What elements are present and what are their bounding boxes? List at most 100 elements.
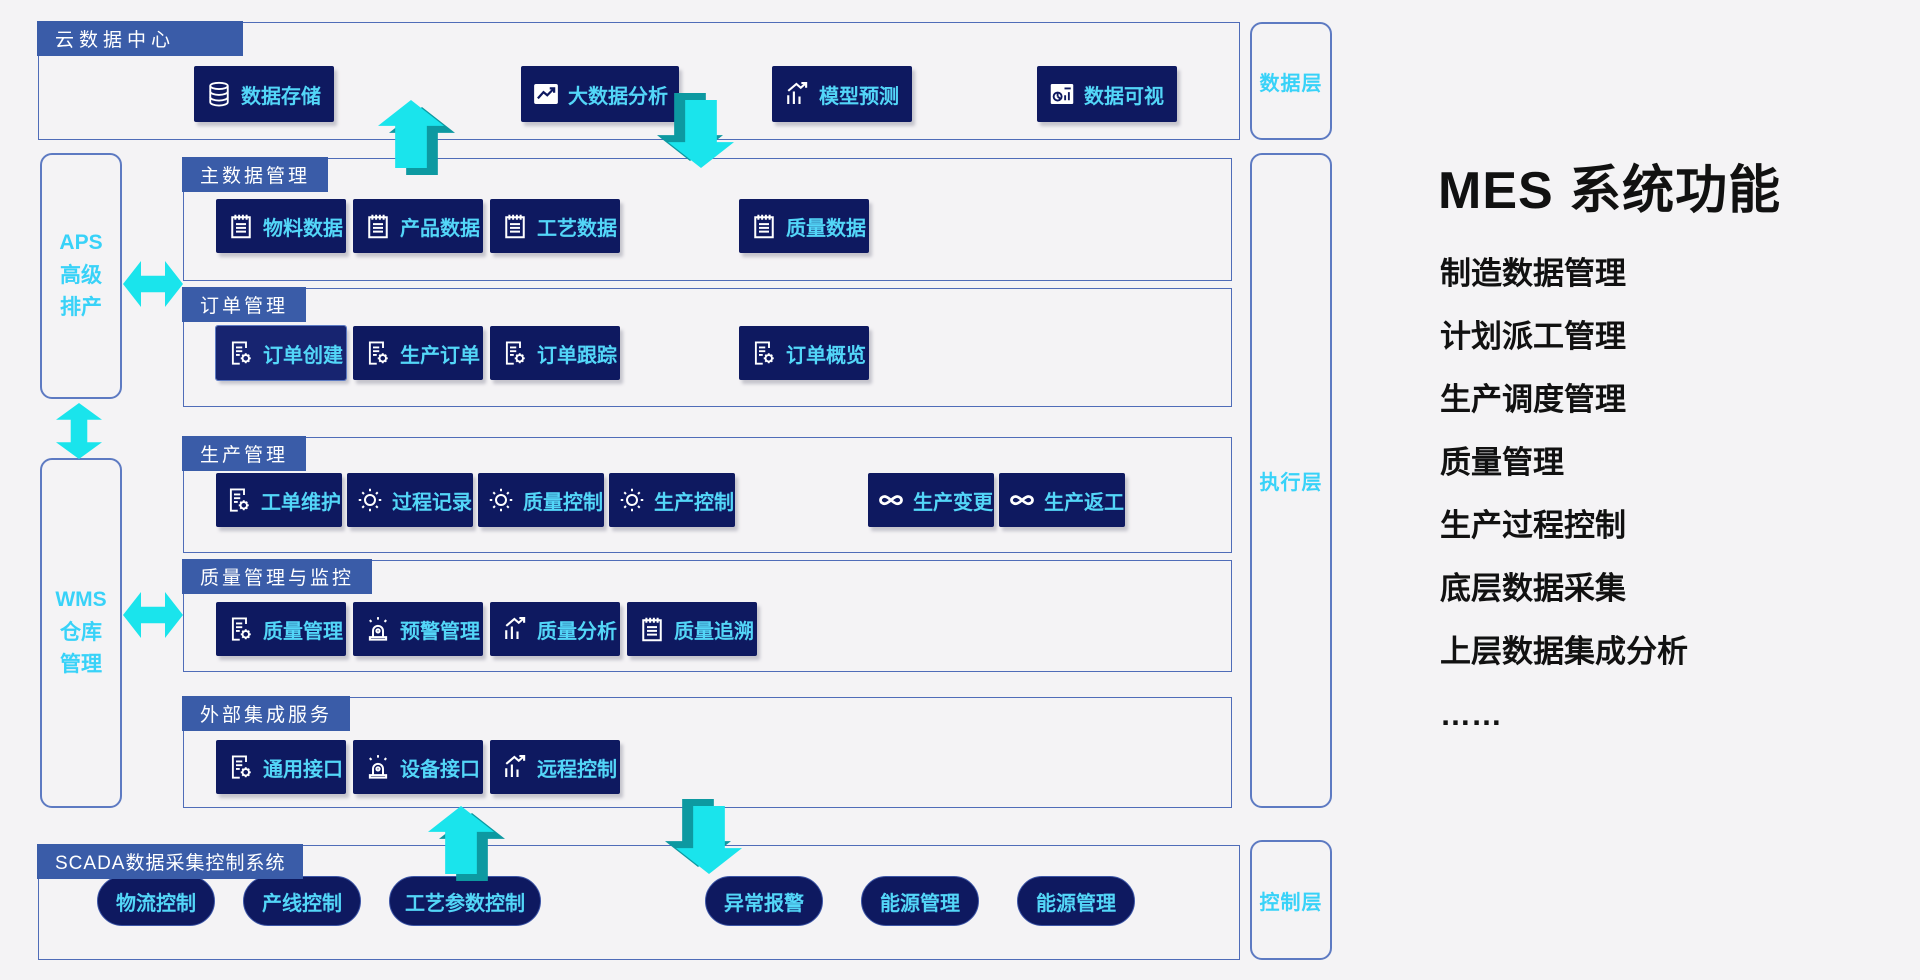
work-order-maintenance-label: 工单维护 xyxy=(261,491,341,514)
material-data-button[interactable]: 物料数据 xyxy=(216,199,346,253)
data-storage-button[interactable]: 数据存储 xyxy=(194,66,334,122)
section-order-box: 订单管理订单创建生产订单订单跟踪订单概览 xyxy=(182,287,1232,407)
layer-label-execution: 执行层 xyxy=(1250,153,1332,808)
doc-gear-icon xyxy=(226,614,256,644)
mes-feature-item: 生产调度管理 xyxy=(1440,382,1626,417)
big-data-analysis-label: 大数据分析 xyxy=(568,85,668,108)
quality-analysis-label: 质量分析 xyxy=(537,620,617,643)
layer-label-data-text: 数据层 xyxy=(1259,72,1323,95)
section-production-box: 生产管理工单维护 过程记录质量控制 生产控制 生产变更生产返工 xyxy=(182,436,1232,553)
section-master-button-row: 物料数据 产品数据工艺数据 质量数据 xyxy=(216,199,1231,253)
mes-feature-item: 计划派工管理 xyxy=(1440,319,1626,354)
line-control-button[interactable]: 产线控制 xyxy=(243,876,361,926)
order-overview-label: 订单概览 xyxy=(786,344,866,367)
doc-gear-icon xyxy=(500,338,530,368)
mes-feature-item: 制造数据管理 xyxy=(1440,256,1626,291)
alert-management-button[interactable]: 预警管理 xyxy=(353,602,483,656)
wms-panel-label: WMS仓库管理 xyxy=(55,588,107,677)
production-control-label: 生产控制 xyxy=(654,491,734,514)
bar-chart-icon xyxy=(782,79,812,109)
section-production-title: 生产管理 xyxy=(182,436,307,471)
page-title: MES 系统功能 xyxy=(1438,162,1782,220)
order-create-button[interactable]: 订单创建 xyxy=(215,325,347,381)
work-order-maintenance-button[interactable]: 工单维护 xyxy=(216,473,342,527)
arrow-up-cloud-icon xyxy=(378,100,455,175)
arrow-wms-main-icon xyxy=(123,592,183,638)
mes-feature-item: 底层数据采集 xyxy=(1440,571,1626,606)
section-quality-box: 质量管理与监控质量管理预警管理 质量分析质量追溯 xyxy=(182,559,1232,672)
process-data-button[interactable]: 工艺数据 xyxy=(490,199,620,253)
mes-feature-list: 制造数据管理计划派工管理生产调度管理质量管理生产过程控制底层数据采集上层数据集成… xyxy=(1440,242,1688,746)
arrow-down-scada-icon xyxy=(665,799,742,874)
general-interface-button[interactable]: 通用接口 xyxy=(216,740,346,794)
model-prediction-label: 模型预测 xyxy=(819,85,899,108)
quality-traceability-button[interactable]: 质量追溯 xyxy=(627,602,757,656)
quality-management-button[interactable]: 质量管理 xyxy=(216,602,346,656)
product-data-button[interactable]: 产品数据 xyxy=(353,199,483,253)
production-order-button[interactable]: 生产订单 xyxy=(353,326,483,380)
arrow-aps-wms-icon xyxy=(56,403,102,459)
quality-analysis-button[interactable]: 质量分析 xyxy=(490,602,620,656)
big-data-analysis-button[interactable]: 大数据分析 xyxy=(521,66,679,122)
device-interface-button[interactable]: 设备接口 xyxy=(353,740,483,794)
process-parameter-control-button[interactable]: 工艺参数控制 xyxy=(389,876,541,926)
gear-icon xyxy=(355,485,385,515)
doc-gear-icon xyxy=(363,338,393,368)
scada-button-row: 物流控制产线控制工艺参数控制异常报警能源管理能源管理 xyxy=(97,876,1239,926)
wms-panel: WMS仓库管理 xyxy=(40,458,122,808)
line-chart-icon xyxy=(531,79,561,109)
process-record-button[interactable]: 过程记录 xyxy=(347,473,473,527)
logistics-control-button[interactable]: 物流控制 xyxy=(97,876,215,926)
quality-control-button[interactable]: 质量控制 xyxy=(478,473,604,527)
production-change-button[interactable]: 生产变更 xyxy=(868,473,994,527)
section-integration-box: 外部集成服务通用接口 设备接口远程控制 xyxy=(182,696,1232,808)
mes-feature-item: 生产过程控制 xyxy=(1440,508,1626,543)
doc-gear-icon xyxy=(226,752,256,782)
energy-management-2-button[interactable]: 能源管理 xyxy=(1017,876,1135,926)
order-tracking-label: 订单跟踪 xyxy=(537,344,617,367)
layer-label-control-text: 控制层 xyxy=(1259,891,1323,914)
aps-panel: APS高级排产 xyxy=(40,153,122,399)
section-integration-button-row: 通用接口 设备接口远程控制 xyxy=(216,740,1231,794)
production-control-button[interactable]: 生产控制 xyxy=(609,473,735,527)
gear-icon xyxy=(486,485,516,515)
layer-label-execution-text: 执行层 xyxy=(1259,472,1323,494)
section-quality-button-row: 质量管理预警管理 质量分析质量追溯 xyxy=(216,602,1231,656)
production-rework-button[interactable]: 生产返工 xyxy=(999,473,1125,527)
model-prediction-button[interactable]: 模型预测 xyxy=(772,66,912,122)
remote-control-button[interactable]: 远程控制 xyxy=(490,740,620,794)
general-interface-label: 通用接口 xyxy=(263,758,343,781)
process-record-label: 过程记录 xyxy=(392,491,472,514)
infinity-icon xyxy=(1007,485,1037,515)
quality-data-button[interactable]: 质量数据 xyxy=(739,199,869,253)
production-order-label: 生产订单 xyxy=(400,344,480,367)
energy-management-1-button[interactable]: 能源管理 xyxy=(861,876,979,926)
exception-alarm-button[interactable]: 异常报警 xyxy=(705,876,823,926)
data-storage-label: 数据存储 xyxy=(241,85,321,108)
section-quality-title: 质量管理与监控 xyxy=(182,559,373,594)
notepad-icon xyxy=(749,211,779,241)
material-data-label: 物料数据 xyxy=(263,217,343,240)
arrow-up-scada-icon xyxy=(428,806,505,881)
device-interface-label: 设备接口 xyxy=(400,758,480,781)
order-overview-button[interactable]: 订单概览 xyxy=(739,326,869,380)
doc-gear-icon xyxy=(749,338,779,368)
alarm-icon xyxy=(363,614,393,644)
data-visualization-button[interactable]: 数据可视 xyxy=(1037,66,1177,122)
order-tracking-button[interactable]: 订单跟踪 xyxy=(490,326,620,380)
bar-chart-icon xyxy=(500,614,530,644)
dashboard-icon xyxy=(1047,79,1077,109)
infinity-icon xyxy=(876,485,906,515)
mes-feature-item: 上层数据集成分析 xyxy=(1440,634,1688,669)
arrow-aps-main-icon xyxy=(123,261,183,307)
mes-feature-item: …… xyxy=(1440,697,1502,732)
product-data-label: 产品数据 xyxy=(400,217,480,240)
notepad-icon xyxy=(500,211,530,241)
section-integration-title: 外部集成服务 xyxy=(182,696,351,731)
cloud-data-center-box: 云数据中心 数据存储大数据分析模型预测数据可视 xyxy=(37,21,1240,140)
arrow-down-cloud-icon xyxy=(657,93,734,168)
notepad-icon xyxy=(637,614,667,644)
mes-feature-item: 质量管理 xyxy=(1440,445,1564,480)
cloud-button-row: 数据存储 大数据分析 模型预测 数据可视 xyxy=(39,66,1239,122)
